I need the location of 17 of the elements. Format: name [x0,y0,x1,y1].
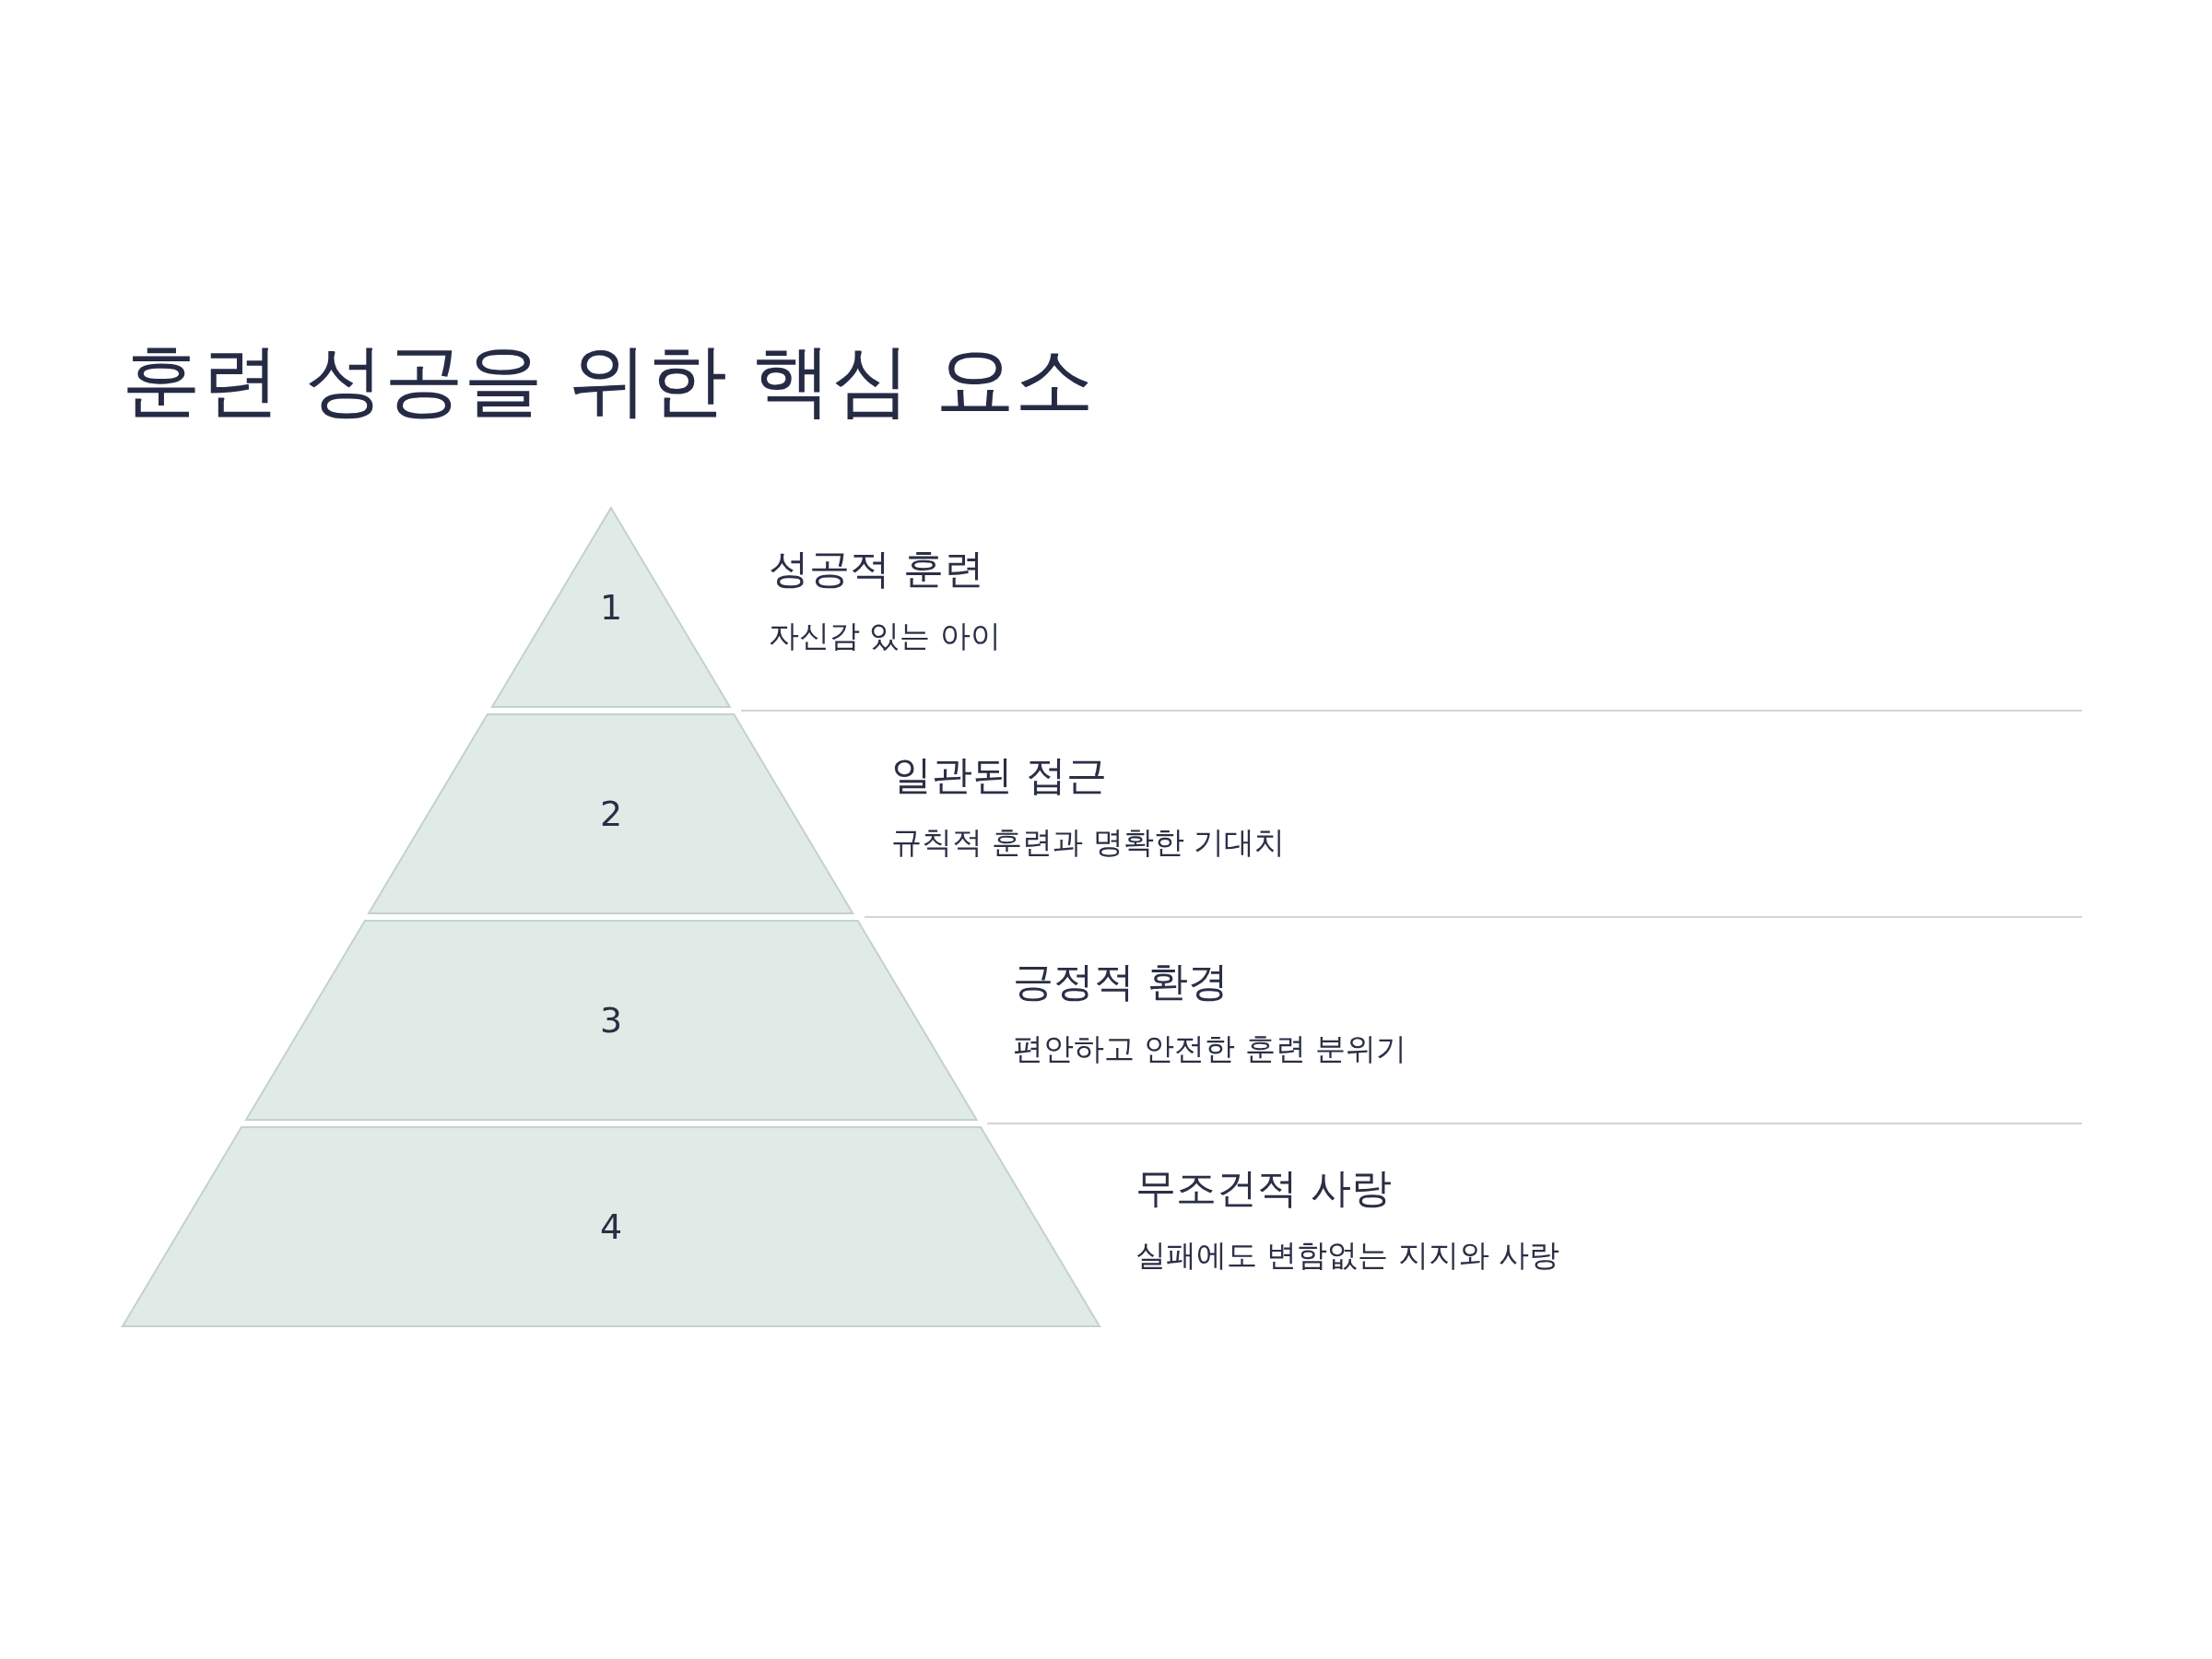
tier-number: 4 [599,1206,623,1247]
tier-description: 실패에도 변함없는 지지와 사랑 [1135,1235,1560,1275]
tier-description: 규칙적 훈련과 명확한 기대치 [891,822,1286,862]
tier-heading: 성공적 훈련 [769,543,984,594]
tier-description: 편안하고 안전한 훈련 분위기 [1013,1029,1407,1068]
tier-heading: 긍정적 환경 [1013,956,1229,1006]
tier-heading: 무조건적 사랑 [1135,1162,1392,1213]
pyramid-tier [245,921,977,1120]
tier-number: 3 [599,1000,623,1041]
tier-description: 자신감 있는 아이 [769,616,1001,655]
pyramid-tier [492,508,730,707]
pyramid-tier [123,1127,1100,1326]
tier-heading: 일관된 접근 [891,749,1107,800]
tier-number: 1 [599,587,623,628]
tier-number: 2 [599,794,623,834]
pyramid-tier [369,714,853,913]
title: 훈련 성공을 위한 핵심 요소 [122,333,1095,428]
